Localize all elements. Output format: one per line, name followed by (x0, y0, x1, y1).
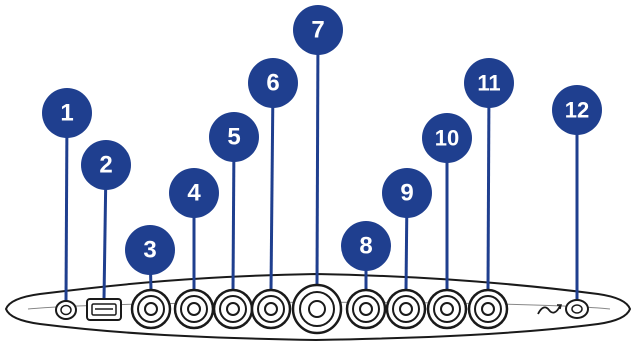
callout-8: 8 (341, 221, 391, 271)
callout-number: 7 (311, 17, 324, 44)
connectors (55, 283, 589, 335)
callout-number: 6 (266, 70, 279, 97)
callout-number: 3 (143, 237, 156, 264)
callout-7: 7 (293, 5, 343, 55)
round-jack-connector-6 (250, 288, 292, 330)
leader-line-11 (486, 82, 491, 291)
callout-number: 9 (400, 180, 413, 207)
callout-number: 1 (60, 100, 73, 127)
power-symbol-icon (537, 304, 562, 315)
callout-9: 9 (382, 168, 432, 218)
leader-line-1 (64, 112, 69, 302)
callout-11: 11 (464, 58, 514, 108)
callout-number: 8 (359, 233, 372, 260)
small-port-connector (55, 300, 77, 320)
leader-line-7 (315, 29, 320, 286)
callout-12: 12 (552, 85, 602, 135)
large-round-jack-connector-7 (291, 283, 343, 335)
callout-number: 11 (477, 71, 500, 96)
leader-line-5 (231, 136, 236, 291)
round-jack-connector-3 (130, 288, 172, 330)
usb-port-connector (86, 298, 122, 321)
power-port-connector (565, 299, 589, 319)
callout-10: 10 (422, 113, 472, 163)
callout-number: 4 (187, 180, 201, 207)
callouts: 1 2 3 4 5 6 7 8 (42, 5, 602, 275)
callout-6: 6 (248, 58, 298, 108)
callout-3: 3 (125, 225, 175, 275)
round-jack-connector-11 (467, 288, 509, 330)
callout-1: 1 (42, 88, 92, 138)
callout-5: 5 (209, 112, 259, 162)
callout-4: 4 (169, 168, 219, 218)
round-jack-connector-9 (385, 288, 427, 330)
round-jack-connector-8 (345, 288, 387, 330)
callout-number: 12 (565, 98, 589, 123)
callout-number: 5 (227, 124, 240, 151)
round-jack-connector-10 (426, 288, 468, 330)
callout-2: 2 (81, 140, 131, 190)
leader-line-6 (269, 82, 275, 291)
round-jack-connector-5 (212, 288, 254, 330)
round-jack-connector-4 (173, 288, 215, 330)
callout-number: 2 (99, 152, 112, 179)
callout-number: 10 (435, 126, 459, 151)
